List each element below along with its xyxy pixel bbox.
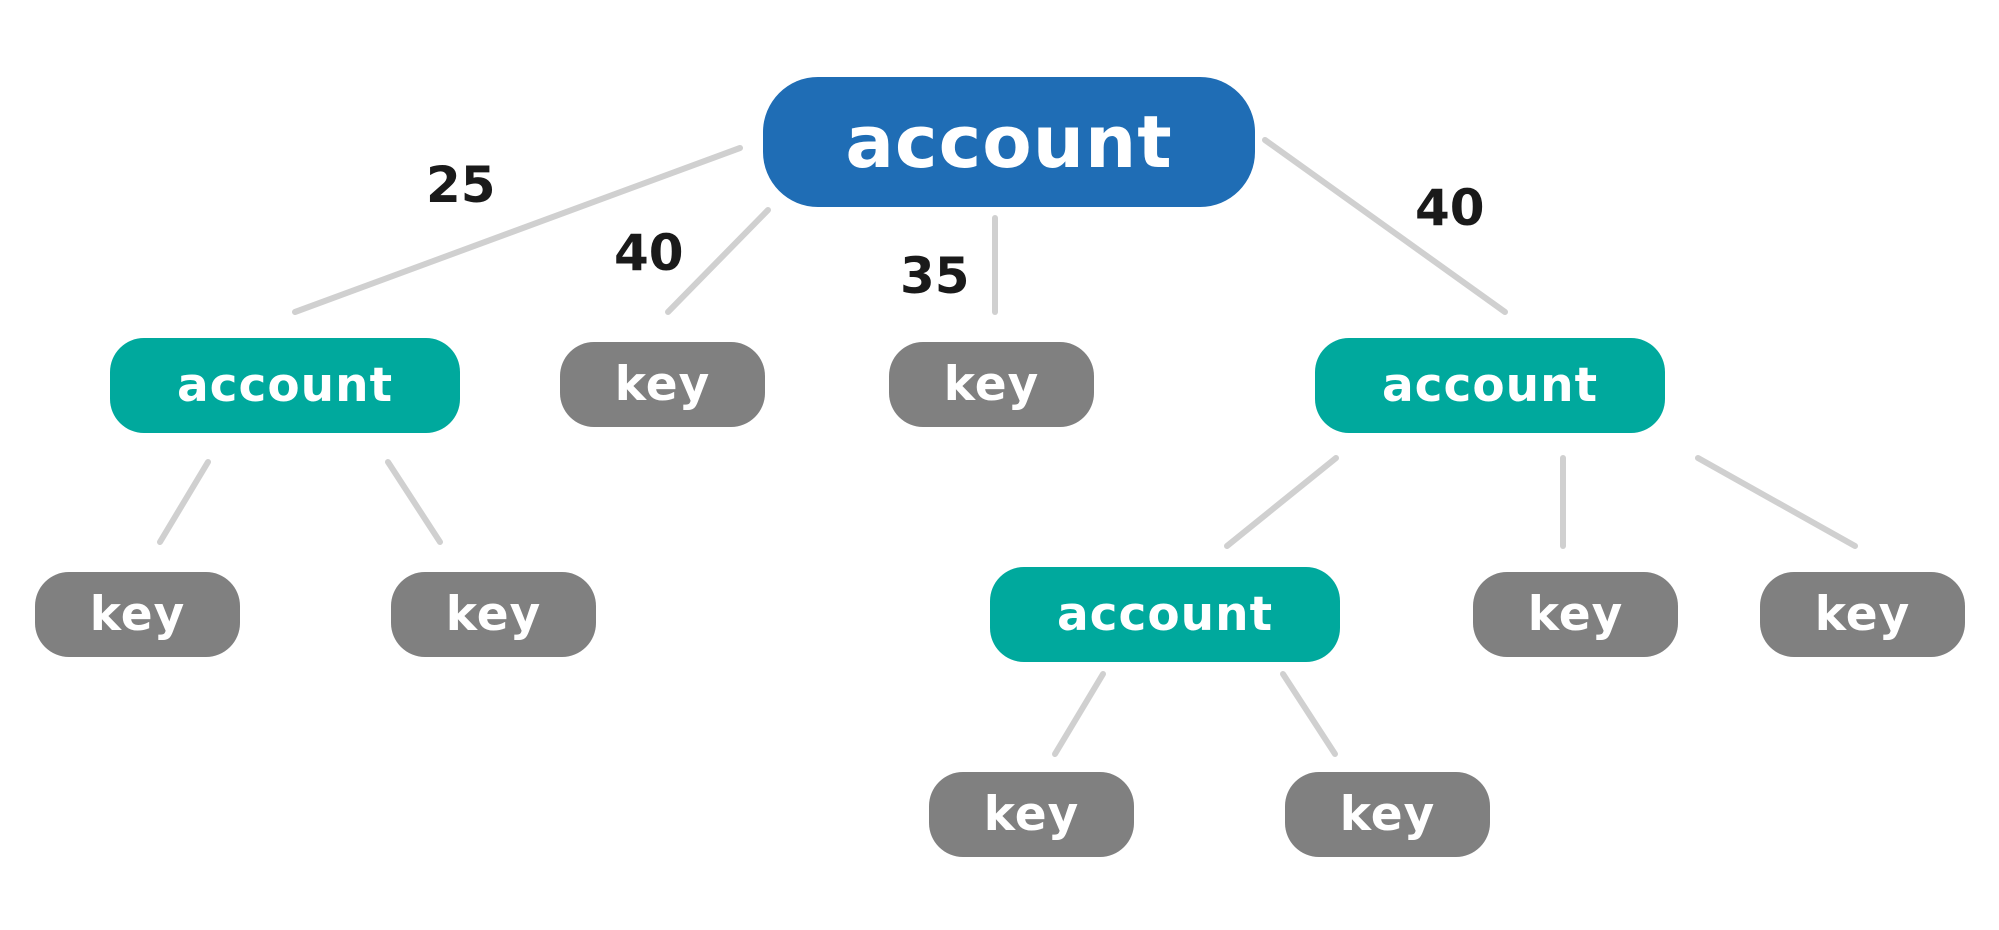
edge-left-account-key-b: [385, 459, 443, 545]
edge-weight-key-a: 40: [614, 224, 684, 282]
nested-account-node[interactable]: account: [990, 567, 1340, 662]
key-label: key: [1814, 587, 1911, 642]
edge-weight-right-account: 40: [1415, 179, 1485, 237]
edge-right-account-key-b: [1695, 455, 1858, 549]
nested-child-key-a[interactable]: key: [929, 772, 1134, 857]
key-label: key: [614, 357, 711, 412]
key-label: key: [1339, 787, 1436, 842]
edge-root-left-account: [292, 145, 743, 315]
key-label: key: [89, 587, 186, 642]
key-node-b[interactable]: key: [889, 342, 1094, 427]
left-child-key-a[interactable]: key: [35, 572, 240, 657]
edge-weight-key-b: 35: [900, 247, 970, 305]
left-account-label: account: [176, 358, 394, 413]
right-account-label: account: [1381, 358, 1599, 413]
edge-right-account-nested-account: [1224, 455, 1339, 549]
key-label: key: [943, 357, 1040, 412]
left-account-node[interactable]: account: [110, 338, 460, 433]
nested-account-label: account: [1056, 587, 1274, 642]
nested-child-key-b[interactable]: key: [1285, 772, 1490, 857]
edge-nested-account-key-a: [1052, 671, 1106, 757]
edge-nested-account-key-b: [1280, 671, 1338, 757]
right-account-node[interactable]: account: [1315, 338, 1665, 433]
edge-root-key-a: [665, 207, 771, 315]
edge-left-account-key-a: [157, 459, 211, 545]
edge-root-right-account: [1262, 137, 1508, 315]
root-account-node[interactable]: account: [763, 77, 1255, 207]
key-label: key: [983, 787, 1080, 842]
key-label: key: [1527, 587, 1624, 642]
key-node-a[interactable]: key: [560, 342, 765, 427]
left-child-key-b[interactable]: key: [391, 572, 596, 657]
root-account-label: account: [845, 100, 1173, 184]
right-child-key-a[interactable]: key: [1473, 572, 1678, 657]
edge-weight-left-account: 25: [426, 156, 496, 214]
right-child-key-b[interactable]: key: [1760, 572, 1965, 657]
key-label: key: [445, 587, 542, 642]
